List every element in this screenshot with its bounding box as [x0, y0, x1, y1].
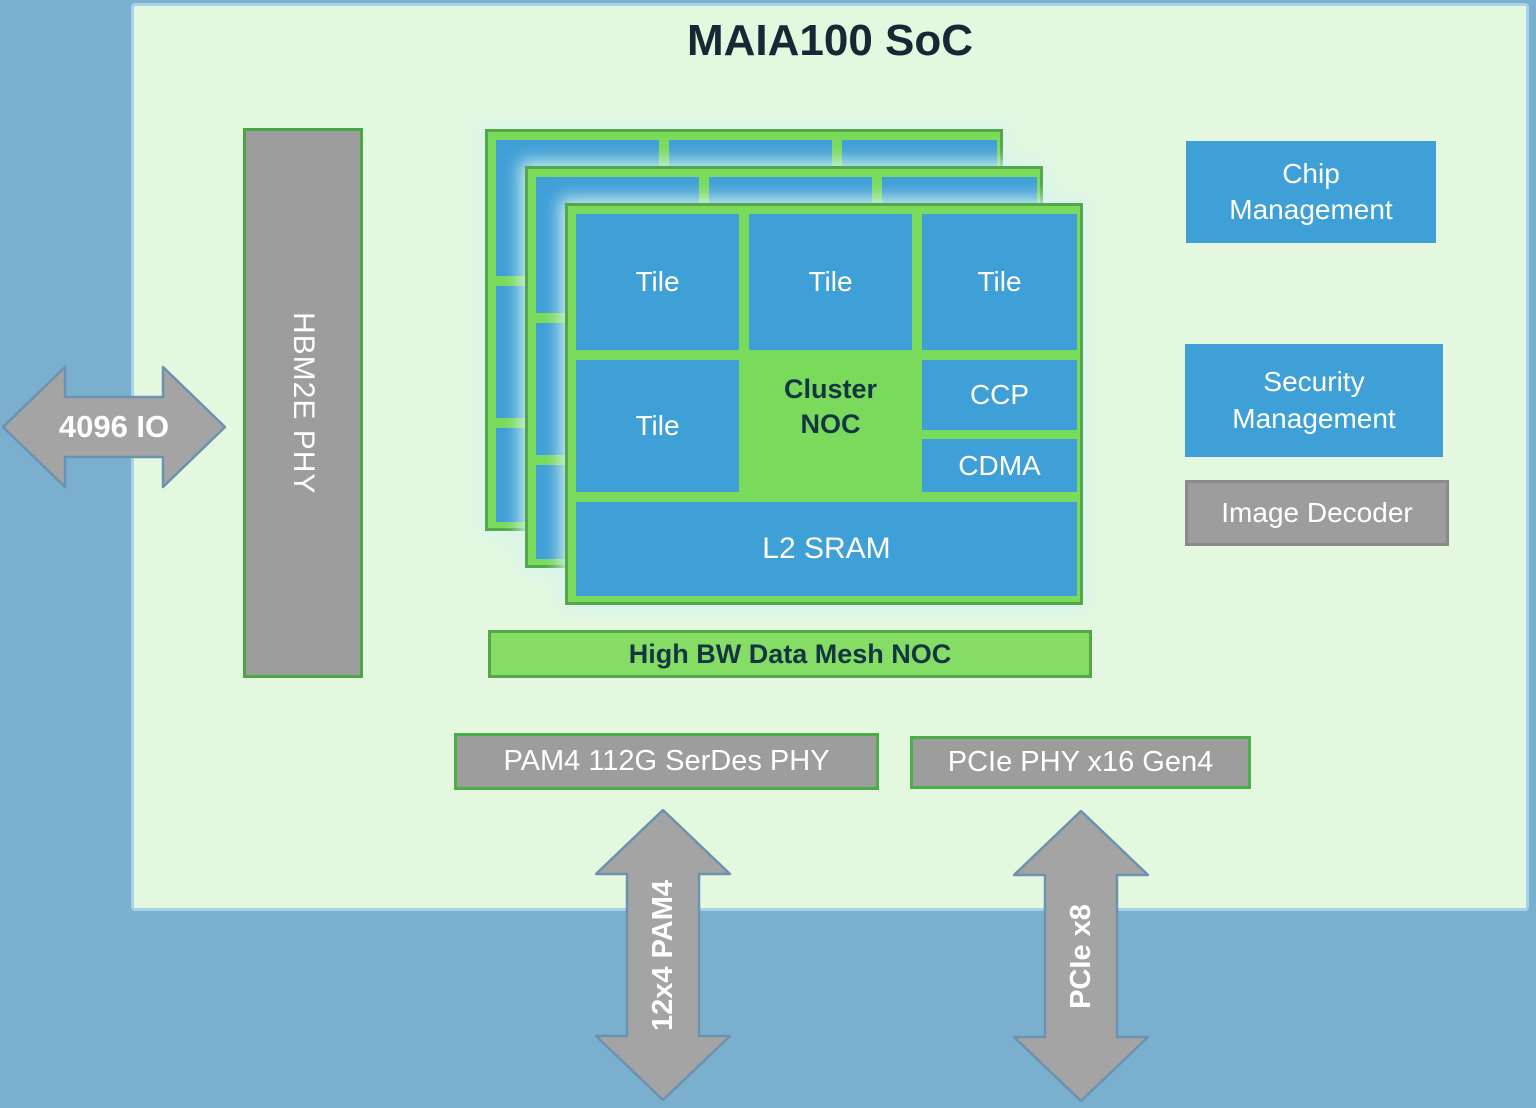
tile-label: Tile — [808, 266, 853, 297]
l2-sram-box: L2 SRAM — [576, 502, 1077, 596]
page-title: MAIA100 SoC — [686, 16, 974, 65]
hbm2e-phy-label: HBM2E PHY — [287, 311, 320, 495]
cluster-noc-label-line2: NOC — [800, 409, 861, 440]
security-management-box: Security Management — [1185, 344, 1443, 457]
ccp-cdma-column: CCP CDMA — [922, 360, 1077, 492]
pcie-phy-label: PCIe PHY x16 Gen4 — [947, 746, 1214, 778]
pcie-arrow-label: PCIe x8 — [1064, 903, 1097, 1009]
io-4096-arrow: 4096 IO — [2, 365, 226, 489]
chip-management-box: Chip Management — [1186, 141, 1436, 243]
serdes-phy-label: PAM4 112G SerDes PHY — [503, 745, 830, 777]
tile-label: Tile — [977, 266, 1022, 297]
io-4096-label: 4096 IO — [58, 409, 170, 444]
pcie-phy-box: PCIe PHY x16 Gen4 — [910, 736, 1251, 789]
image-decoder-box: Image Decoder — [1185, 480, 1449, 546]
image-decoder-label: Image Decoder — [1221, 497, 1413, 528]
pam4-arrow-label: 12x4 PAM4 — [646, 879, 679, 1031]
l2-sram-label: L2 SRAM — [762, 532, 891, 565]
tile-box: Tile — [576, 360, 739, 492]
cdma-box: CDMA — [922, 439, 1077, 492]
ccp-box: CCP — [922, 360, 1077, 430]
pam4-arrow: 12x4 PAM4 — [595, 809, 731, 1101]
double-vertical-arrow-icon — [1013, 810, 1149, 1102]
double-horizontal-arrow-icon — [2, 365, 226, 489]
double-vertical-arrow-icon — [595, 809, 731, 1101]
cluster-noc-label-line1: Cluster — [783, 374, 878, 404]
ccp-label: CCP — [969, 379, 1030, 410]
tile-label: Tile — [635, 266, 680, 297]
hbm2e-phy-box: HBM2E PHY — [243, 128, 363, 678]
cluster-noc-area: Cluster NOC — [749, 360, 912, 492]
security-management-line1: Security — [1263, 366, 1365, 398]
tile-box: Tile — [922, 214, 1077, 350]
serdes-phy-box: PAM4 112G SerDes PHY — [454, 733, 879, 790]
mesh-noc-bar: High BW Data Mesh NOC — [488, 630, 1092, 678]
tile-box: Tile — [576, 214, 739, 350]
tile-box: Tile — [749, 214, 912, 350]
cluster-layer-front: Tile Tile Tile Tile Cluster NOC CCP CDMA… — [565, 203, 1083, 605]
security-management-line2: Management — [1232, 402, 1396, 434]
tile-label: Tile — [635, 410, 680, 441]
pcie-arrow-label-wrap: PCIe x8 — [1013, 810, 1149, 1102]
cdma-label: CDMA — [958, 449, 1041, 481]
pcie-arrow: PCIe x8 — [1013, 810, 1149, 1102]
chip-management-line1: Chip — [1282, 157, 1340, 189]
mesh-noc-label: High BW Data Mesh NOC — [628, 638, 952, 669]
pam4-arrow-label-wrap: 12x4 PAM4 — [595, 809, 731, 1101]
chip-management-line2: Management — [1229, 194, 1393, 225]
